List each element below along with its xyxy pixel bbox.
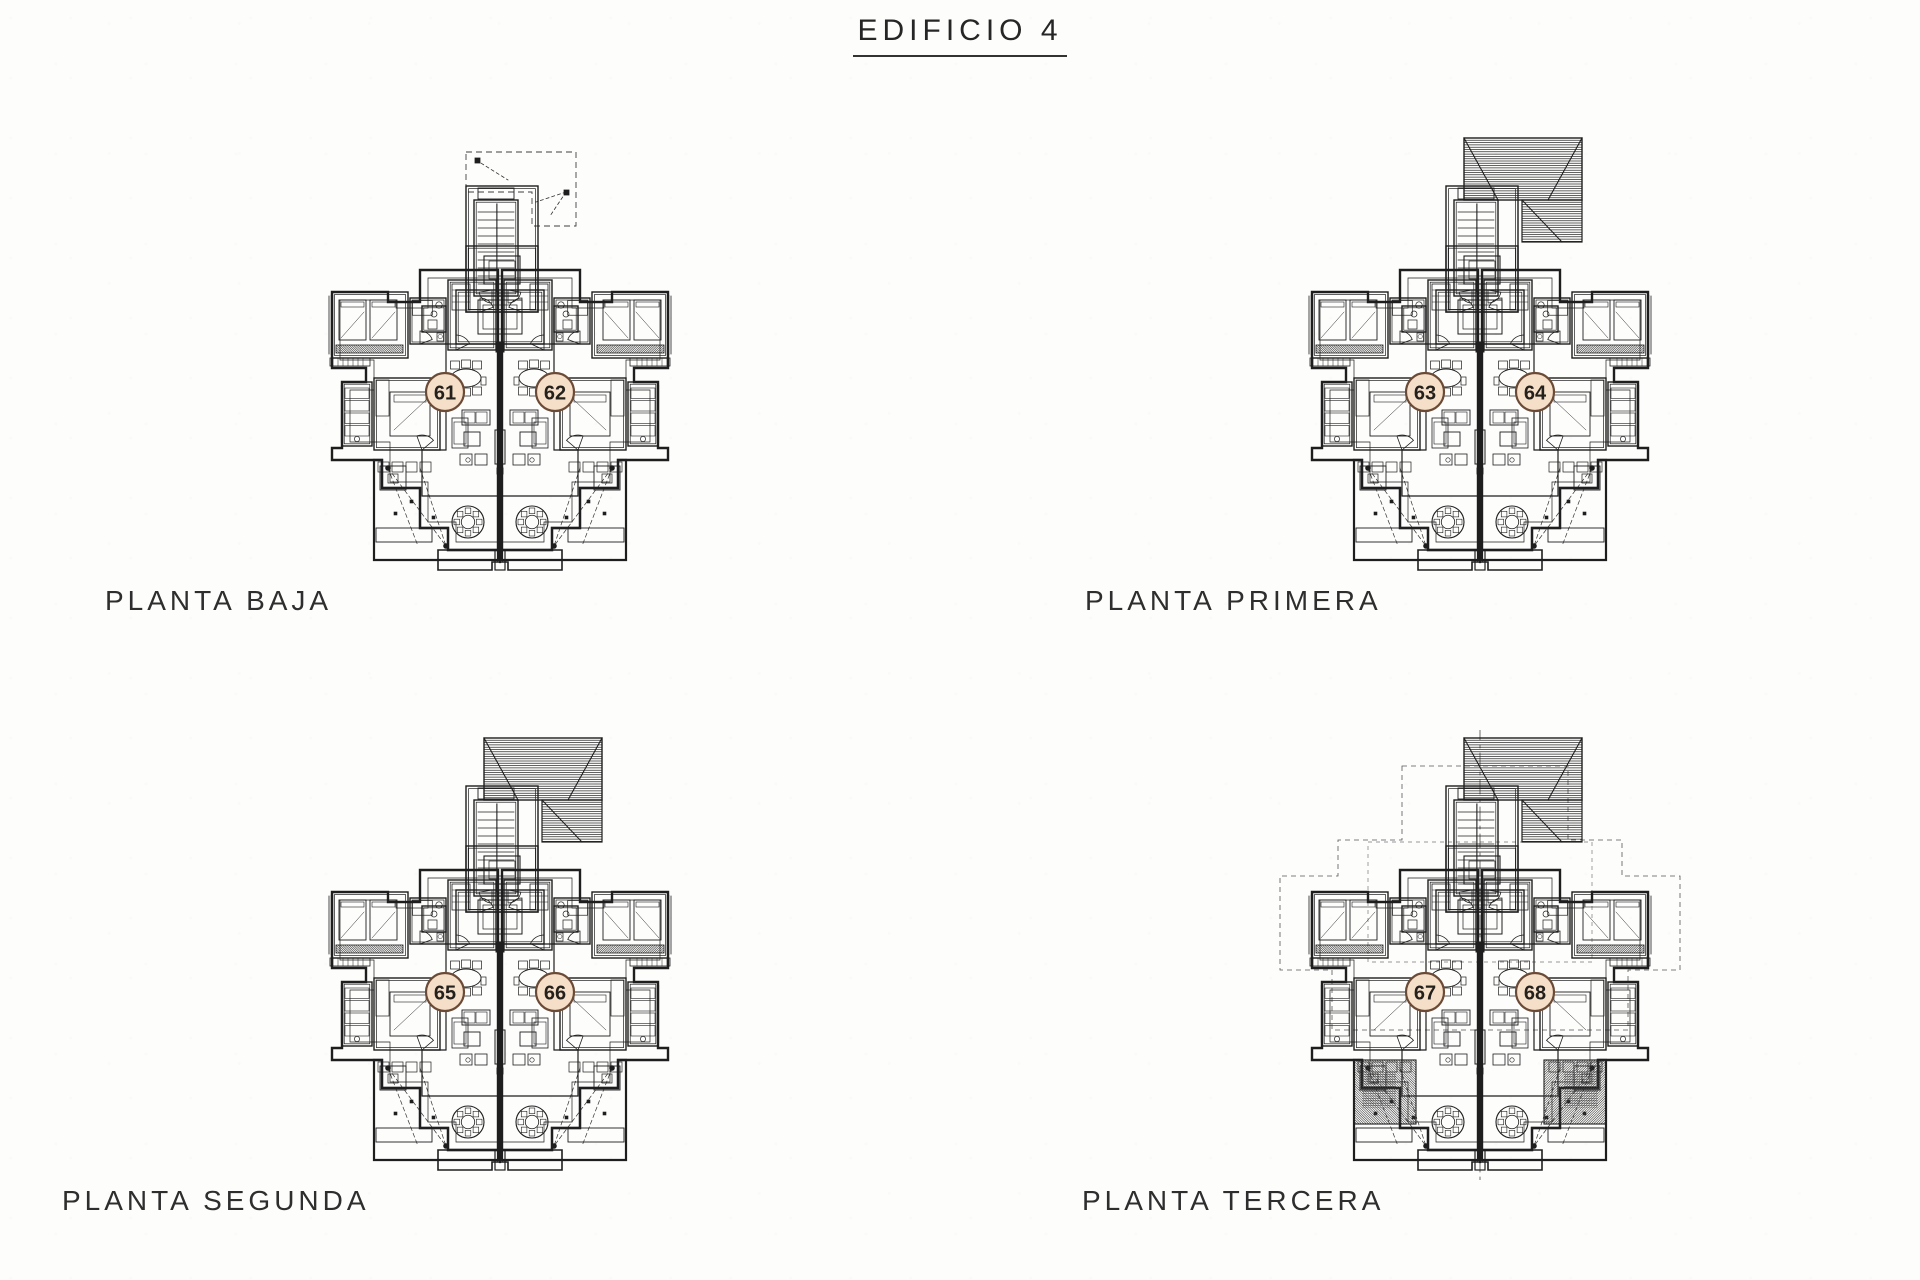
plan-drawing-2: 65 66 xyxy=(328,737,672,1171)
unit-badge-68[interactable]: 68 xyxy=(1514,971,1556,1013)
page-title: EDIFICIO 4 xyxy=(853,14,1067,57)
plan-drawing-3: 67 68 xyxy=(1279,730,1681,1180)
unit-badge-61[interactable]: 61 xyxy=(424,371,466,413)
plan-drawing-0: 61 62 xyxy=(328,151,672,571)
floor-plan-planta-primera: 63 64 xyxy=(1250,130,1710,580)
plan-drawing-1: 63 64 xyxy=(1308,137,1652,571)
unit-badge-62[interactable]: 62 xyxy=(534,371,576,413)
floor-plan-planta-baja: 61 62 xyxy=(270,130,730,580)
unit-badge-66[interactable]: 66 xyxy=(534,971,576,1013)
svg-text:66: 66 xyxy=(544,983,566,1005)
svg-text:64: 64 xyxy=(1524,383,1547,405)
sheet-title-area: EDIFICIO 4 xyxy=(0,14,1920,57)
plan-caption-1: PLANTA PRIMERA xyxy=(1085,585,1382,616)
floor-plan-planta-segunda: 65 66 xyxy=(270,730,730,1180)
floor-plan-planta-tercera: 67 68 xyxy=(1250,730,1710,1180)
svg-text:67: 67 xyxy=(1414,983,1436,1005)
svg-text:65: 65 xyxy=(434,983,456,1005)
svg-text:62: 62 xyxy=(544,383,566,405)
unit-badge-65[interactable]: 65 xyxy=(424,971,466,1013)
unit-badge-63[interactable]: 63 xyxy=(1404,371,1446,413)
plan-caption-0: PLANTA BAJA xyxy=(105,585,333,616)
unit-badge-64[interactable]: 64 xyxy=(1514,371,1556,413)
svg-text:68: 68 xyxy=(1524,983,1546,1005)
unit-badge-67[interactable]: 67 xyxy=(1404,971,1446,1013)
plan-caption-2: PLANTA SEGUNDA xyxy=(62,1185,370,1216)
svg-text:63: 63 xyxy=(1414,383,1436,405)
plan-caption-3: PLANTA TERCERA xyxy=(1082,1185,1385,1216)
svg-text:61: 61 xyxy=(434,383,456,405)
